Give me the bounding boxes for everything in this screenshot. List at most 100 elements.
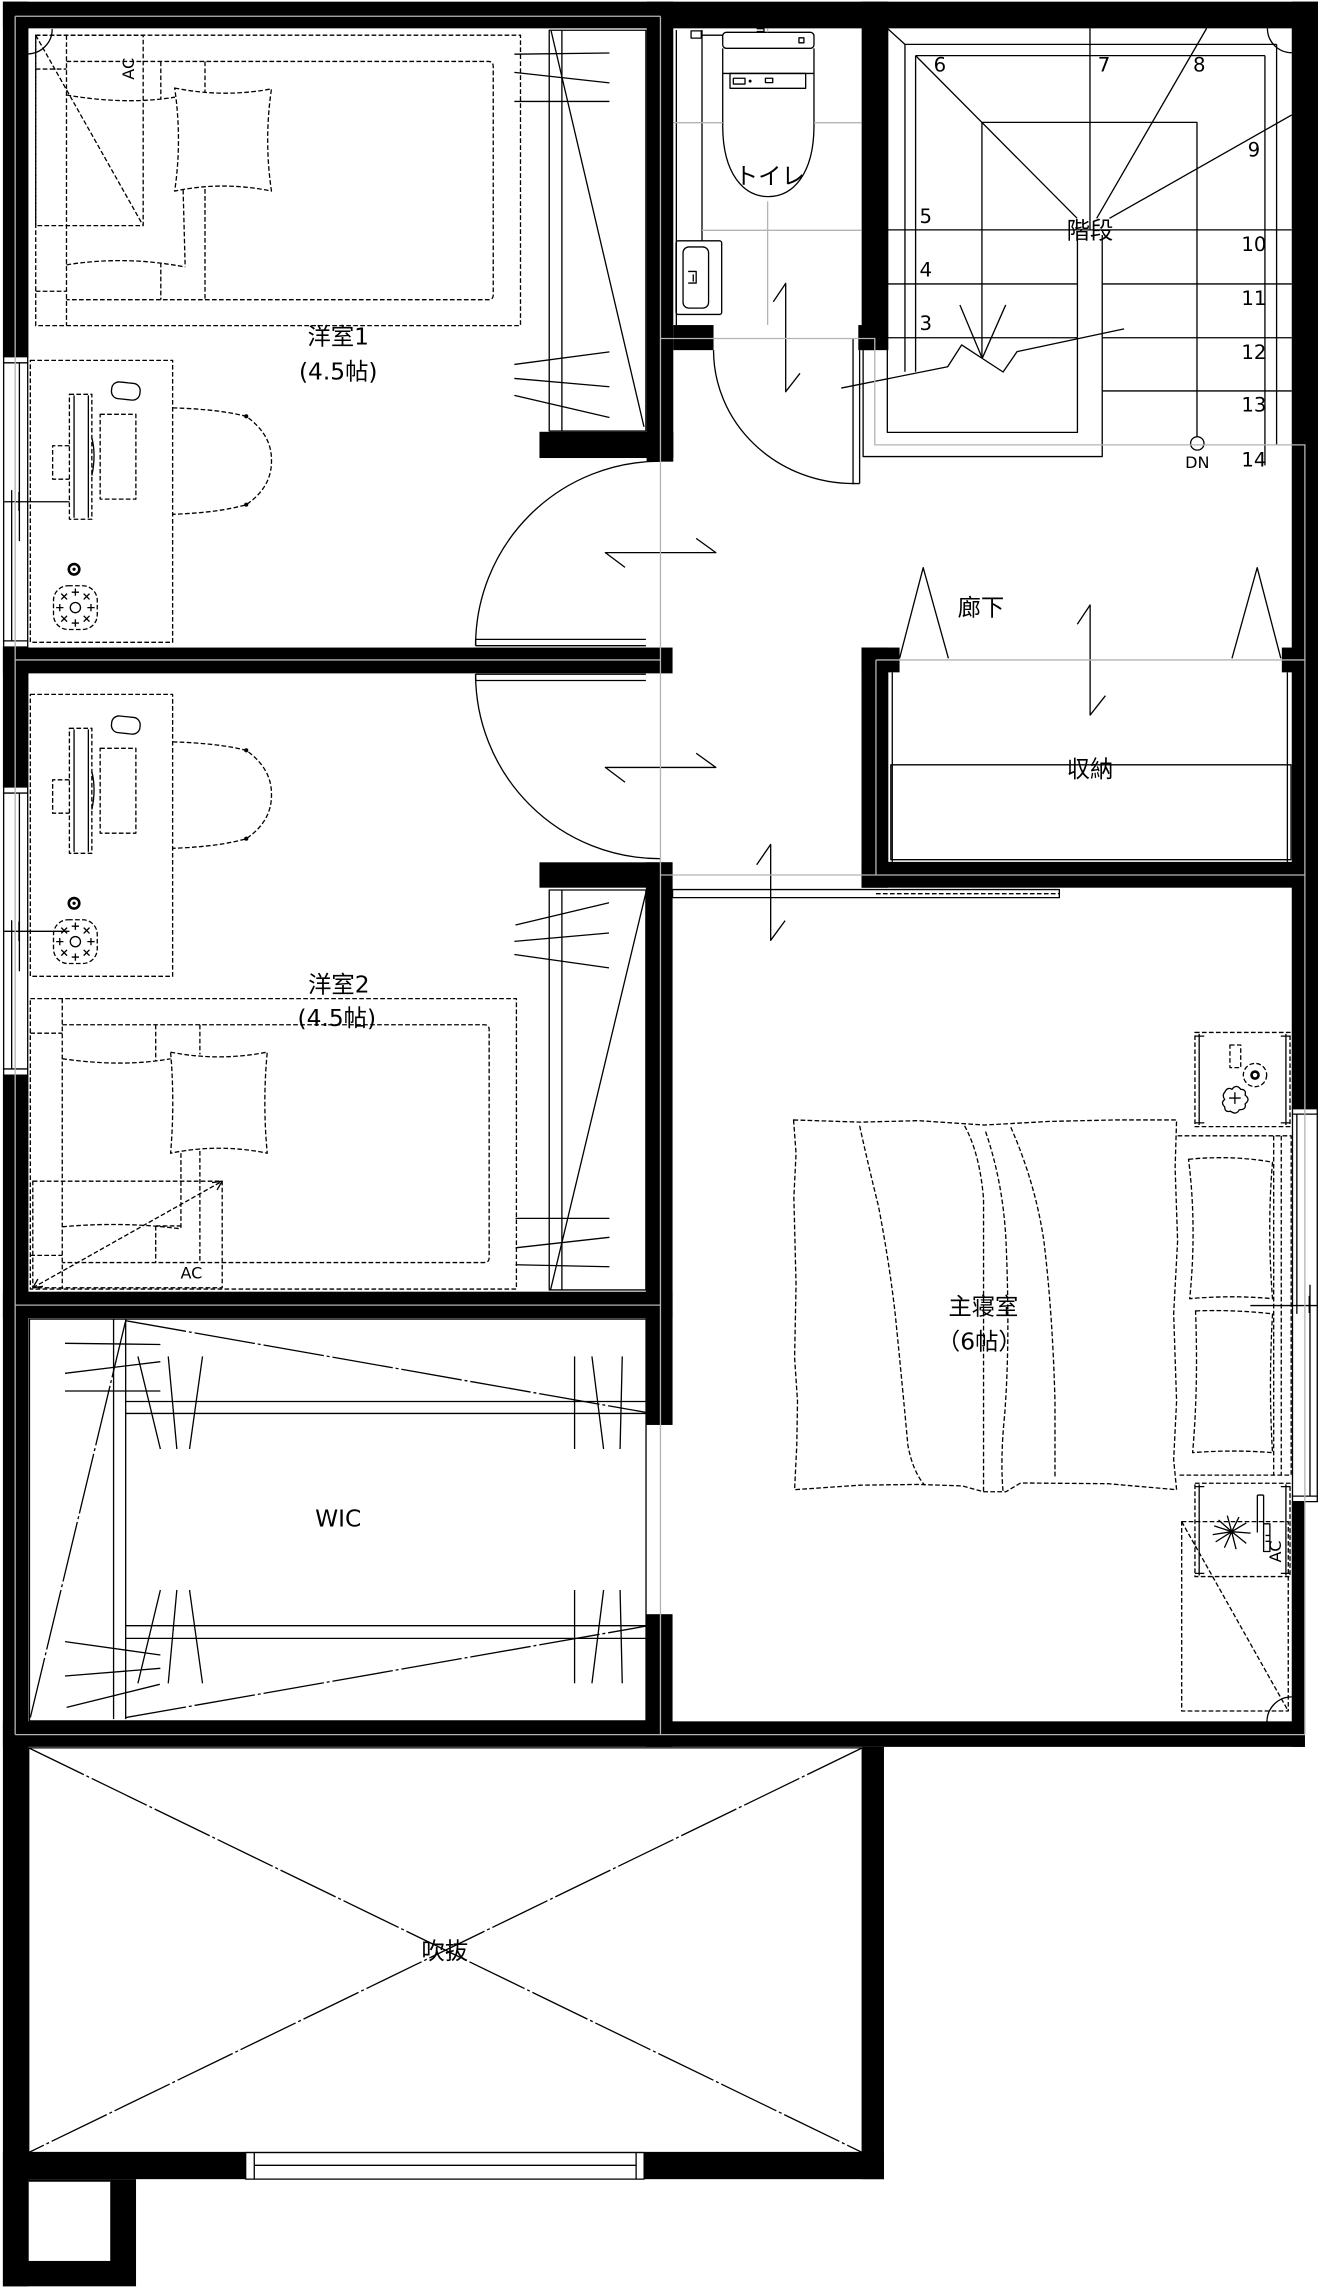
room-atrium: 吹抜 [28, 1747, 863, 2154]
plant-icon [1212, 1515, 1251, 1550]
room-walk-in-closet: WIC [28, 1318, 647, 1722]
toilet-door-swing-symbol [772, 282, 801, 393]
desk-cable [4, 491, 70, 511]
pillow [174, 87, 273, 192]
toilet-tank-button [798, 37, 805, 44]
stair-step-number: 12 [1241, 341, 1266, 364]
wall-toilet-bottom-left [673, 325, 714, 351]
air-conditioner-arrowheads [32, 1180, 223, 1289]
storage-folding-doors [898, 567, 1282, 659]
bed-mattress [62, 1024, 490, 1264]
sliding-door-swing-symbol [756, 843, 786, 941]
toilet-control-panel [729, 72, 807, 89]
room-staircase: 階段 3 4 5 6 7 8 9 10 11 12 13 14 DN [841, 27, 1293, 472]
stair-step-number: 5 [920, 205, 933, 228]
wall-right [1291, 1501, 1305, 1747]
closet-hangers [514, 902, 610, 1268]
air-conditioner-swing-arc [1266, 1696, 1292, 1722]
storage-inner-lines [891, 672, 1289, 862]
stair-step-number: 7 [1098, 53, 1111, 76]
nightstand [1194, 1482, 1291, 1578]
closet-frame [548, 889, 647, 1291]
room-size: (4.5帖) [298, 1005, 377, 1032]
phone-icon [1229, 1044, 1242, 1069]
room-name: 廊下 [958, 595, 1005, 622]
wic-hanger-rods [125, 1400, 647, 1640]
pillow [1187, 1157, 1274, 1300]
duvet-folds [858, 1125, 1056, 1492]
room-name: 洋室1 [308, 324, 369, 351]
closet-door-diagonal [549, 892, 647, 1291]
stair-step-number: 8 [1193, 53, 1206, 76]
room-name: トイレ [735, 163, 805, 190]
bedroom-1-door-leaf [474, 638, 646, 647]
stair-step-number: 13 [1241, 393, 1266, 416]
room-name: 階段 [1067, 218, 1114, 245]
hand-sink [675, 240, 723, 316]
stair-treads [887, 28, 1293, 392]
stair-down-marker-icon [1189, 436, 1205, 451]
stair-step-number: 10 [1241, 233, 1266, 256]
paper-holder-icon [690, 28, 765, 39]
bed-side-panels [160, 61, 206, 300]
air-conditioner-label: AC [119, 58, 138, 80]
wall-closet1-stub [539, 431, 674, 459]
double-bed [792, 1119, 1179, 1493]
nightstand-sides [1194, 1033, 1291, 1126]
air-conditioner-swing-arc [27, 29, 53, 55]
wall-toilet-bottom-right [858, 325, 875, 351]
room-hallway: 廊下 [474, 460, 1005, 860]
stair-direction-label: DN [1185, 453, 1209, 472]
room-size: (4.5帖) [299, 359, 378, 386]
grid-guide-lines [14, 15, 1306, 1736]
sliding-door [671, 888, 1061, 899]
room-name: 収納 [1067, 756, 1114, 783]
closet-frame [548, 29, 647, 432]
bed-side-panels [155, 1024, 201, 1263]
guide-lines [14, 15, 1306, 1736]
nightstand-sides [1194, 1484, 1291, 1576]
room-name: 洋室2 [308, 971, 369, 998]
room-toilet: トイレ [675, 28, 861, 485]
stair-step-number: 6 [934, 53, 947, 76]
wic-hangers [64, 1342, 623, 1708]
stair-outline [862, 27, 1278, 466]
wall-storage-left [861, 647, 889, 888]
toilet-door-leaf [852, 338, 861, 485]
hand-sink-basin [682, 246, 710, 309]
stair-step-number: 3 [920, 312, 933, 335]
stair-step-number: 4 [920, 258, 933, 281]
stair-step-number: 11 [1241, 287, 1266, 310]
wall-toilet-stairs [861, 1, 889, 351]
air-conditioner-zone [1181, 1520, 1289, 1712]
wall-atrium-bottom [2, 2152, 246, 2180]
toilet-panel-dot [748, 79, 752, 83]
bedroom-1-door-arc [474, 460, 661, 646]
desk-set-bedroom-2 [29, 693, 273, 978]
wic-shelf-diagonals [29, 1320, 647, 1719]
room-storage: 収納 [890, 567, 1292, 862]
wall-atrium-bottom [644, 2152, 884, 2180]
atrium-open-cross [28, 1747, 863, 2154]
plant-icon [1221, 1085, 1249, 1114]
closet-door-diagonal [550, 30, 645, 427]
air-conditioner-label: AC [181, 1264, 203, 1283]
room-name: WIC [315, 1505, 361, 1532]
wall-finish-lines [675, 29, 703, 326]
stair-step-number: 14 [1241, 448, 1266, 471]
room-name: 吹抜 [422, 1938, 469, 1965]
bed-mattress [66, 60, 494, 301]
pillow [1191, 1309, 1274, 1454]
bedroom-2-door-leaf [474, 673, 646, 682]
air-conditioner-unit [1256, 1494, 1271, 1553]
wall-atrium-right [862, 1746, 884, 2180]
lamp-bulb-icon [1250, 1070, 1260, 1080]
air-conditioner-zone [35, 34, 144, 227]
pillow [169, 1051, 268, 1154]
nightstand [1194, 1031, 1291, 1128]
bed-blanket [62, 1058, 182, 1230]
bedroom-2-door-arc [474, 674, 661, 860]
stair-walk-arrow [841, 304, 1125, 389]
